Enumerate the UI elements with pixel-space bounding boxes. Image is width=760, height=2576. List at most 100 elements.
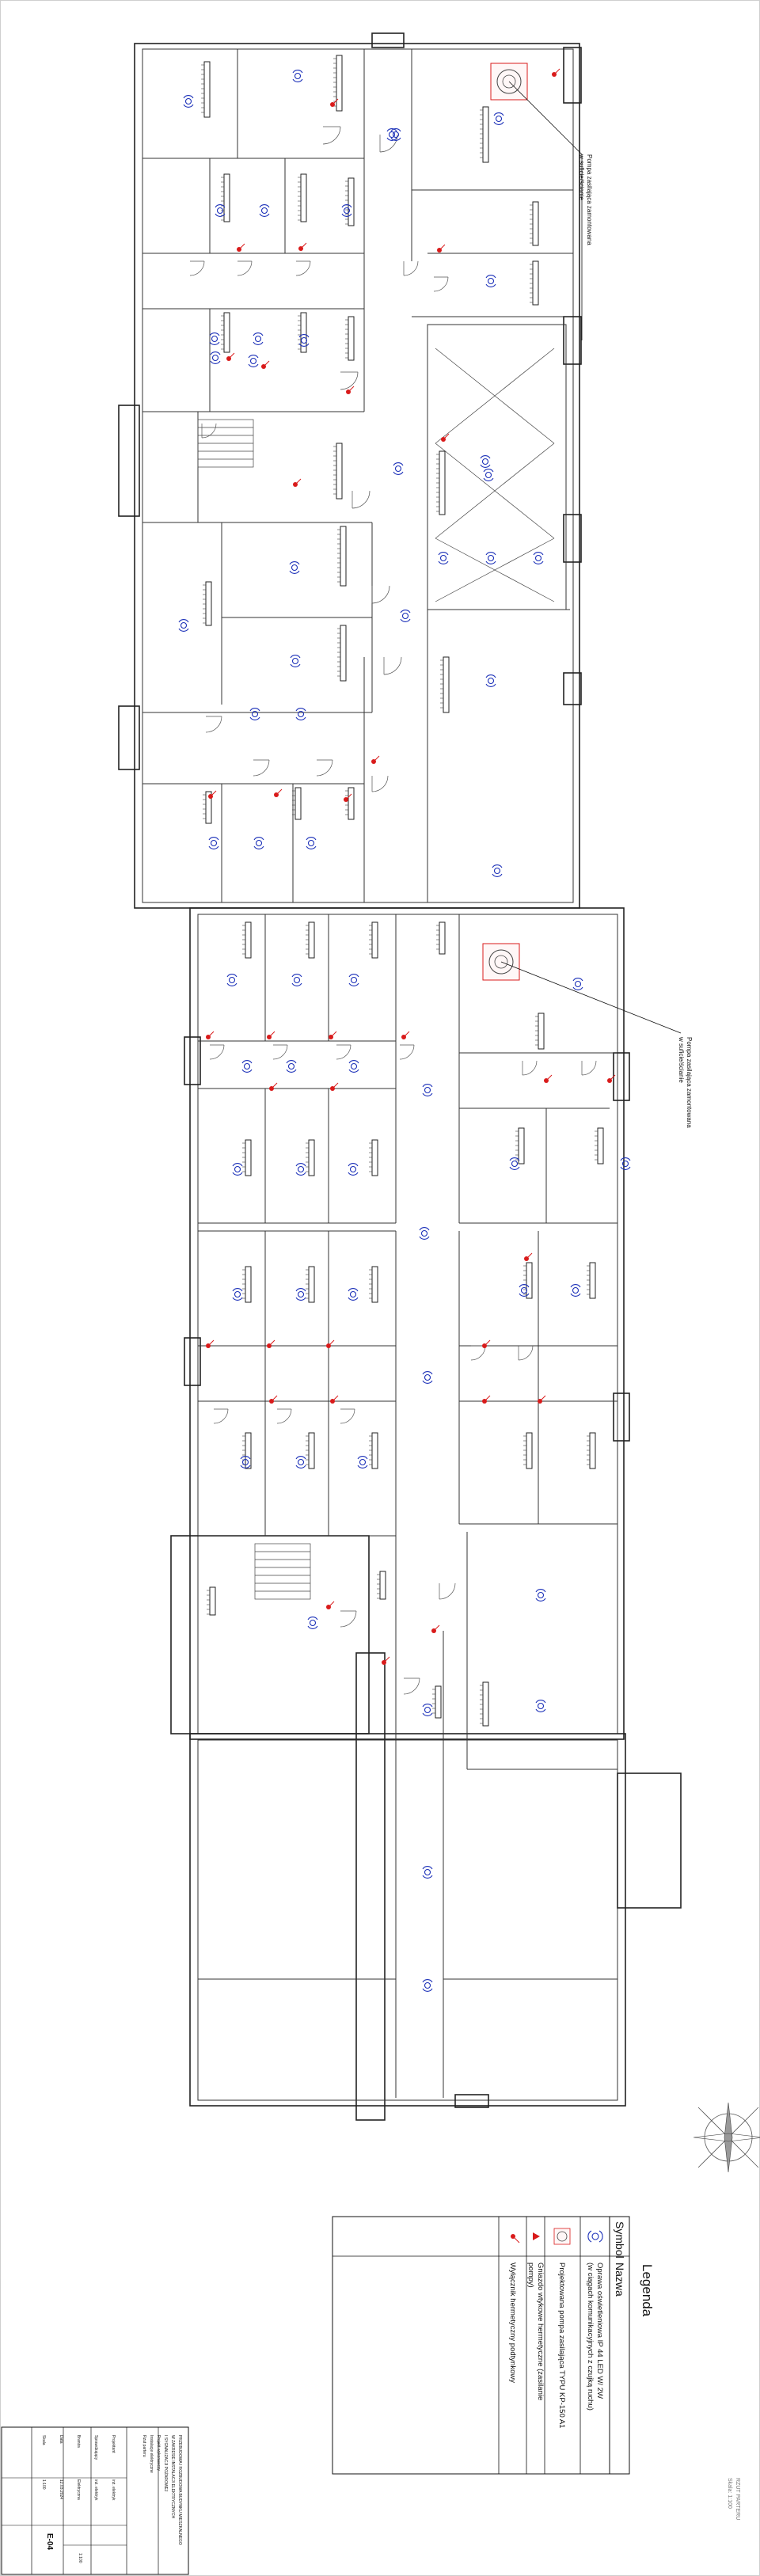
title-block-value: inż. elektryk — [93, 2479, 98, 2501]
detector-icon — [587, 2230, 603, 2243]
detector-icon — [292, 70, 303, 82]
legend-col-symbol: Symbol — [614, 2221, 626, 2259]
switch-icon — [329, 1031, 337, 1039]
detector-icon — [209, 332, 220, 345]
title-block-line: Projekt wykonawczy — [156, 2435, 161, 2472]
pump-icon — [553, 2228, 571, 2245]
detector-icon — [348, 974, 359, 986]
light-fixture — [369, 921, 378, 959]
upper-wing-walls — [118, 32, 582, 909]
title-block-field: Sprawdzający — [93, 2435, 98, 2460]
detector-icon — [286, 1060, 297, 1073]
door-swing — [336, 1044, 352, 1060]
detector-icon — [306, 837, 317, 849]
light-fixture — [480, 106, 489, 163]
title-block-value: Elektryczna — [76, 2479, 81, 2500]
detector-icon — [249, 708, 260, 720]
switch-icon — [326, 1601, 335, 1609]
light-fixture — [337, 526, 347, 587]
detector-icon — [393, 462, 404, 475]
detector-icon — [422, 1979, 433, 1992]
legend-title: Legenda — [640, 2264, 655, 2317]
switch-icon — [346, 386, 355, 394]
light-fixture — [306, 1432, 315, 1469]
legend-row-3-a: Gniazdo wtykowe hermetyczne (zasilanie — [536, 2263, 545, 2400]
switch-icon — [274, 788, 283, 797]
light-fixture — [242, 1432, 252, 1469]
detector-icon — [241, 1060, 253, 1073]
title-block-field: Skala — [41, 2435, 46, 2445]
door-swing — [201, 423, 217, 439]
title-block-line: I SYGNALIZACJI POŻAROWEJ — [163, 2435, 169, 2492]
legend-row-2: Projektowana pompa zasilająca TYPU KP-15… — [557, 2263, 566, 2428]
detector-icon — [215, 204, 226, 217]
legend-row-1-a: Oprawa oświetleniowa IP 44 LED W/ 2W — [595, 2263, 604, 2399]
detector-icon — [519, 1284, 530, 1297]
switch-icon — [206, 1031, 215, 1039]
title-block-value: 1:100 — [41, 2479, 46, 2490]
light-fixture — [436, 450, 446, 515]
light-fixture — [298, 173, 307, 222]
light-fixture — [345, 787, 355, 820]
socket-icon — [533, 2232, 540, 2240]
detector-icon — [357, 1456, 368, 1468]
light-fixture — [530, 201, 539, 246]
door-swings — [189, 126, 597, 1695]
light-fixture — [535, 1013, 545, 1050]
switch-icon — [293, 478, 302, 487]
switch-icon — [431, 1624, 440, 1633]
lower-wing-walls — [170, 907, 682, 2121]
light-fixture — [432, 1685, 442, 1719]
light-fixture — [221, 312, 230, 353]
drawing-stamp: RZUT PARTERU Skala: 1:100 — [727, 2478, 740, 2520]
light-fixture — [333, 443, 343, 500]
switch-icon — [538, 1395, 546, 1404]
detector-icon — [259, 204, 270, 217]
door-swing — [371, 585, 390, 604]
light-fixture — [306, 1266, 315, 1303]
light-fixture — [523, 1432, 533, 1469]
switch-icon — [206, 1339, 215, 1348]
light-fixture — [345, 316, 355, 361]
sheet-scale: 1:100 — [78, 2553, 82, 2563]
detector-icon — [253, 837, 264, 849]
light-fixture — [298, 312, 307, 353]
title-block-value: 12.03.2024 — [59, 2479, 63, 2499]
switch-icon — [267, 1339, 276, 1348]
switch-icon — [237, 243, 245, 252]
door-swing — [352, 490, 370, 509]
detector-icon — [226, 974, 238, 986]
legend-row-1-b: (w ciągach komunikacyjnych z czujką ruch… — [586, 2263, 595, 2411]
detector-icon — [295, 1456, 306, 1468]
title-block-line: Rzut parteru — [142, 2435, 146, 2457]
switch-icon — [401, 1031, 410, 1039]
title-block-field: Data — [59, 2435, 63, 2444]
sheet-number: E-04 — [45, 2533, 54, 2551]
door-swing — [276, 1408, 292, 1424]
switch-icon — [269, 1082, 278, 1091]
switch-icon — [524, 1252, 533, 1261]
door-swing — [470, 1345, 486, 1361]
detector-icon — [295, 1163, 306, 1176]
switch-icon — [544, 1074, 553, 1083]
detector-icon — [232, 1163, 243, 1176]
detector-icon — [295, 1288, 306, 1301]
detector-icon — [400, 610, 411, 622]
light-fixture — [530, 260, 539, 306]
door-swing — [403, 1677, 420, 1695]
detector-icon — [232, 1288, 243, 1301]
legend-row-3: Gniazdo wtykowe hermetyczne (zasilanie p… — [526, 2263, 545, 2403]
detector-icon — [438, 552, 449, 564]
switch-icon — [298, 242, 307, 251]
light-fixture — [345, 177, 355, 226]
detector-icon — [289, 561, 300, 574]
light-fixture — [440, 656, 450, 713]
light-fixture — [203, 791, 212, 824]
detector-icon — [240, 1456, 251, 1468]
legend: Legenda Symbol Nazwa Oprawa oświetleniow… — [332, 2216, 655, 2475]
light-fixture — [515, 1127, 525, 1165]
door-swing — [189, 260, 205, 276]
detector-icon — [341, 204, 352, 217]
detector-icon — [348, 1060, 359, 1073]
door-swing — [518, 1345, 534, 1361]
